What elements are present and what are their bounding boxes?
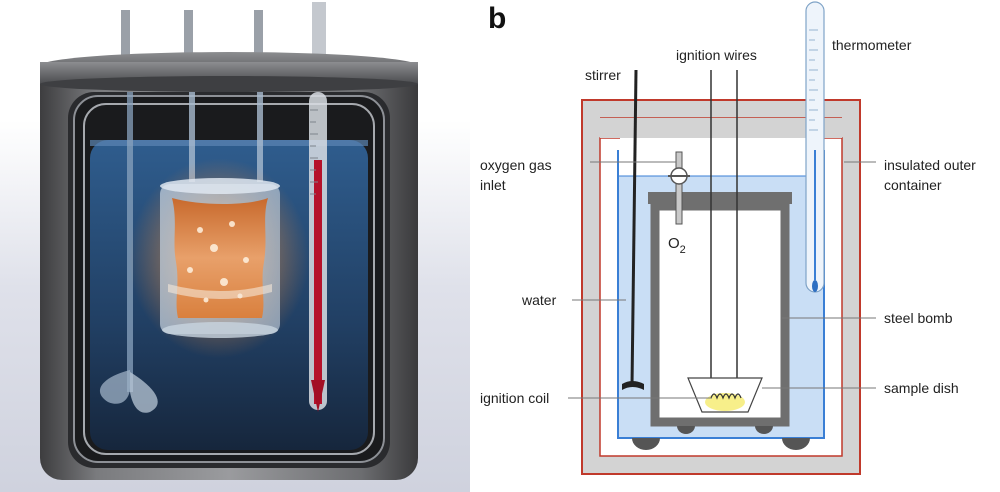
label-stirrer: stirrer <box>585 67 621 83</box>
thermometer-b <box>805 1 825 293</box>
combustion-flame <box>172 198 268 318</box>
label-thermometer: thermometer <box>832 37 912 53</box>
label-o2: O2 <box>668 235 686 256</box>
label-steel-bomb: steel bomb <box>884 310 953 326</box>
label-ignition-wires: ignition wires <box>676 47 757 63</box>
label-container: container <box>884 177 942 193</box>
inner-rods <box>127 92 263 392</box>
stirrer-propeller <box>99 370 158 413</box>
label-ignition-coil: ignition coil <box>480 390 549 406</box>
bomb-cylinder <box>160 178 280 338</box>
ignition-coil <box>710 393 742 400</box>
ignition-wires <box>710 70 738 398</box>
label-oxygen-gas: oxygen gas <box>480 157 552 173</box>
label-oxygen-inlet: inlet <box>480 177 506 193</box>
label-water: water <box>521 292 557 308</box>
label-o2-base: O <box>668 235 680 252</box>
container-feet <box>632 438 810 450</box>
thermometer-a <box>309 92 327 412</box>
oxygen-inlet-valve <box>668 151 690 225</box>
label-sample-dish: sample dish <box>884 380 959 396</box>
panel-label-b: b <box>488 2 507 35</box>
sample-dish <box>687 377 763 413</box>
stirrer <box>622 69 644 390</box>
label-o2-subscript: 2 <box>680 244 686 256</box>
label-insulated-outer: insulated outer <box>884 157 976 173</box>
leader-lines <box>568 161 876 399</box>
top-rods <box>121 2 326 70</box>
